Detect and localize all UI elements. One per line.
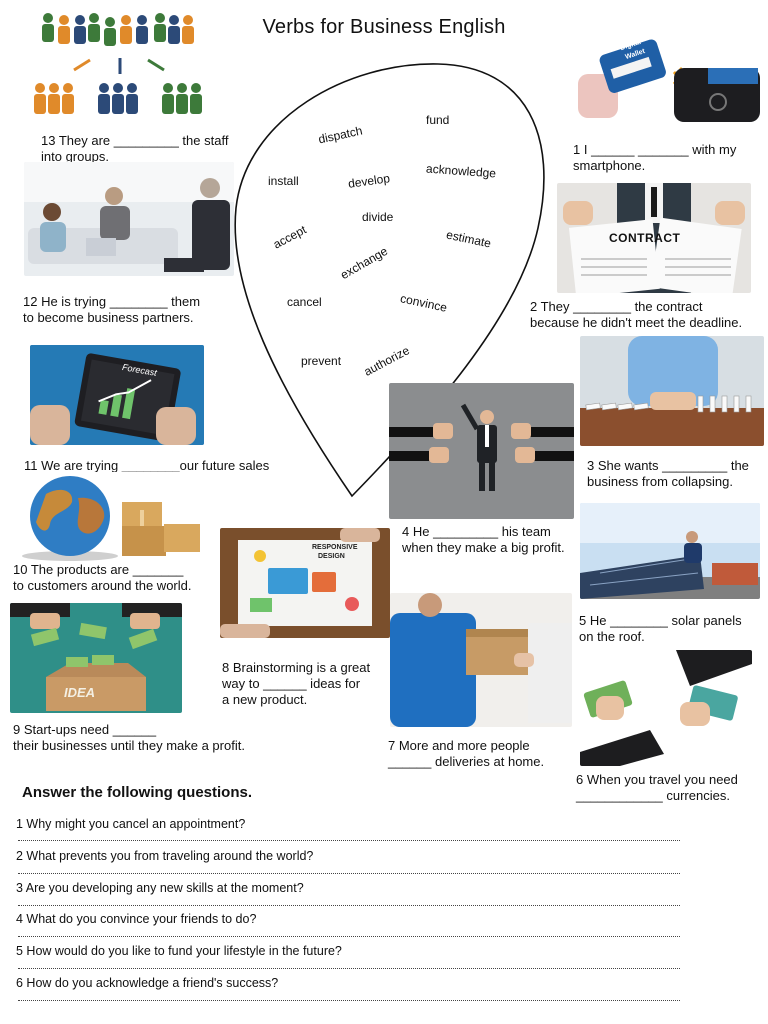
globe-boxes-image — [10, 472, 206, 562]
brainstorming-photo: RESPONSIVE DESIGN — [220, 528, 390, 638]
idea-label: IDEA — [64, 685, 96, 700]
caption-11: 11 We are trying ________our future sale… — [24, 458, 270, 473]
caption-5: 5 He ________ solar panels on the roof. — [579, 613, 742, 644]
word-prevent: prevent — [301, 354, 342, 368]
caption-8: 8 Brainstorming is a great way to ______… — [222, 660, 371, 707]
boxes-icon — [122, 502, 200, 556]
answer-line-2[interactable] — [18, 873, 680, 874]
caption-3: 3 She wants _________ the business from … — [587, 458, 749, 489]
answer-line-3[interactable] — [18, 905, 680, 906]
word-bank-bubble — [234, 63, 545, 498]
caption-13: 13 They are _________ the staff into gro… — [41, 133, 229, 164]
solar-panels-photo — [580, 503, 760, 599]
word-divide: divide — [362, 210, 394, 224]
caption-10: 10 The products are _______ to customers… — [13, 562, 192, 593]
question-6: 6 How do you acknowledge a friend's succ… — [16, 976, 279, 990]
tearing-contract-photo: CONTRACT — [557, 183, 751, 293]
idea-box-funding-image: IDEA — [10, 603, 182, 713]
question-4: 4 What do you convince your friends to d… — [16, 912, 257, 926]
meeting-photo — [24, 162, 234, 276]
caption-4: 4 He _________ his team when they make a… — [402, 524, 565, 555]
page-title: Verbs for Business English — [262, 16, 506, 38]
word-cancel: cancel — [287, 295, 322, 309]
design-label: DESIGN — [318, 553, 345, 560]
forecast-tablet-photo: Forecast — [30, 345, 204, 445]
thumbs-up-icon — [389, 423, 574, 463]
question-2: 2 What prevents you from traveling aroun… — [16, 849, 314, 863]
answer-line-5[interactable] — [18, 968, 680, 969]
thumbs-up-boss-image — [389, 383, 574, 519]
caption-6: 6 When you travel you need ____________ … — [576, 772, 738, 803]
question-1: 1 Why might you cancel an appointment? — [16, 817, 246, 831]
dominoes-photo — [580, 336, 764, 446]
answer-line-6[interactable] — [18, 1000, 680, 1001]
caption-1: 1 I ______ _______ with my smartphone. — [573, 142, 737, 173]
crowd-icon — [42, 13, 194, 46]
answer-line-1[interactable] — [18, 840, 680, 841]
group-icons — [34, 83, 202, 114]
answer-line-4[interactable] — [18, 936, 680, 937]
contactless-payment-image: Digital Wallet — [578, 24, 762, 128]
question-3: 3 Are you developing any new skills at t… — [16, 881, 304, 895]
arrows-icon — [73, 58, 165, 74]
delivery-photo — [390, 593, 572, 727]
contract-label: CONTRACT — [609, 231, 681, 245]
word-fund: fund — [426, 113, 450, 127]
caption-9: 9 Start-ups need ______ their businesses… — [13, 722, 245, 753]
caption-12: 12 He is trying ________ them to become … — [23, 294, 201, 325]
responsive-label: RESPONSIVE — [312, 544, 358, 551]
question-5: 5 How would do you like to fund your lif… — [16, 944, 342, 958]
currency-exchange-image — [580, 650, 752, 766]
caption-2: 2 They ________ the contract because he … — [530, 299, 743, 330]
word-install: install — [268, 174, 299, 188]
questions-heading: Answer the following questions. — [22, 784, 253, 801]
caption-7: 7 More and more people ______ deliveries… — [388, 738, 545, 769]
people-groups-image — [30, 8, 210, 126]
